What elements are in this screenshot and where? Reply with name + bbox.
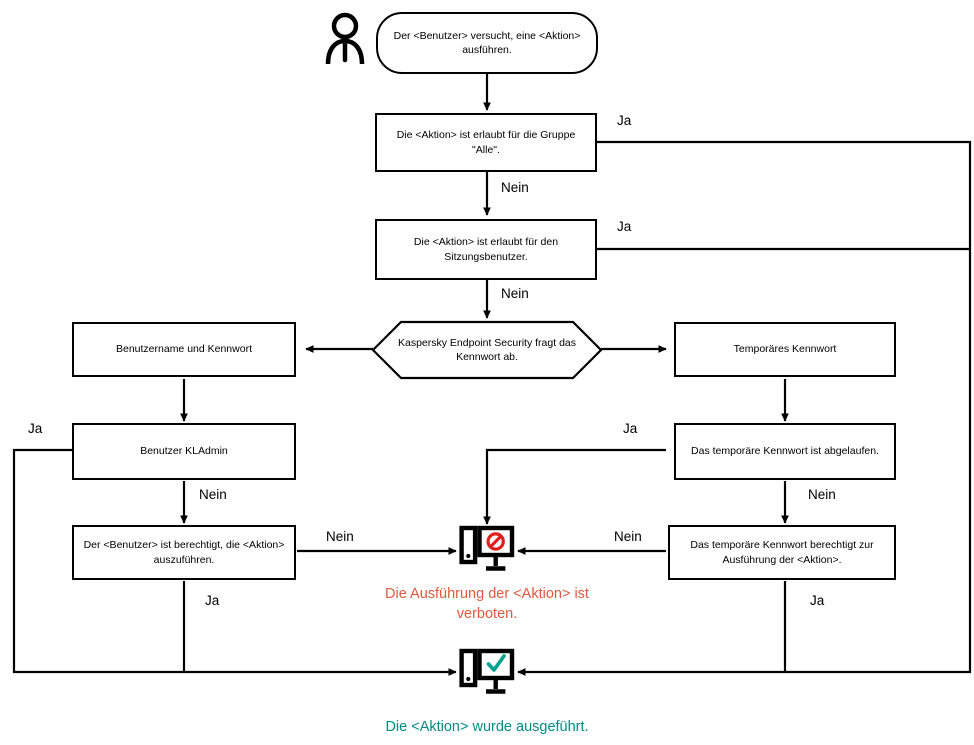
decision-session-user: Die <Aktion> ist erlaubt für den Sitzung… <box>375 219 597 280</box>
user-permitted-label: Der <Benutzer> ist berechtigt, die <Akti… <box>83 539 285 566</box>
edge-label-session-user-yes: Ja <box>617 219 632 234</box>
edge-label-session-user-no: Nein <box>501 286 529 301</box>
start-label: Der <Benutzer> versucht, eine <Aktion> a… <box>393 29 581 56</box>
edge-label-permitted-yes: Ja <box>205 593 220 608</box>
prompt-password-hexagon <box>371 320 603 380</box>
username-password-label: Benutzername und Kennwort <box>115 343 252 356</box>
denied-caption: Die Ausführung der <Aktion> ist verboten… <box>385 586 589 622</box>
username-password-box: Benutzername und Kennwort <box>72 322 296 377</box>
start-terminator: Der <Benutzer> versucht, eine <Aktion> a… <box>376 12 598 74</box>
edge-label-permitted-no: Nein <box>326 529 354 544</box>
allowed-caption: Die <Aktion> wurde ausgeführt. <box>385 719 589 735</box>
temp-expired-box: Das temporäre Kennwort ist abgelaufen. <box>674 423 896 480</box>
user-kladmin-box: Benutzer KLAdmin <box>72 423 296 480</box>
monitor-check-icon <box>459 648 515 700</box>
edge-label-kladmin-no: Nein <box>199 487 227 502</box>
decision-group-all: Die <Aktion> ist erlaubt für die Gruppe … <box>375 113 597 172</box>
user-icon <box>325 12 365 64</box>
edge-label-temp-permits-no: Nein <box>614 529 642 544</box>
user-kladmin-label: Benutzer KLAdmin <box>140 445 228 458</box>
edge-label-group-all-yes: Ja <box>617 113 632 128</box>
edge-label-group-all-no: Nein <box>501 180 529 195</box>
edge-label-temp-expired-no: Nein <box>808 487 836 502</box>
monitor-forbidden-icon <box>459 525 515 577</box>
edge-label-temp-permits-yes: Ja <box>810 593 825 608</box>
decision-session-user-label: Die <Aktion> ist erlaubt für den Sitzung… <box>413 236 559 263</box>
decision-group-all-label: Die <Aktion> ist erlaubt für die Gruppe … <box>396 129 576 156</box>
temporary-password-label: Temporäres Kennwort <box>733 343 837 356</box>
temp-expired-label: Das temporäre Kennwort ist abgelaufen. <box>691 445 879 458</box>
edge-label-temp-expired-yes: Ja <box>623 421 638 436</box>
temp-permits-box: Das temporäre Kennwort berechtigt zur Au… <box>668 525 896 580</box>
temp-permits-label: Das temporäre Kennwort berechtigt zur Au… <box>690 539 874 566</box>
temporary-password-box: Temporäres Kennwort <box>674 322 896 377</box>
prompt-password-label: Kaspersky Endpoint Security fragt das Ke… <box>397 336 576 363</box>
edge-label-kladmin-yes: Ja <box>28 421 43 436</box>
user-permitted-box: Der <Benutzer> ist berechtigt, die <Akti… <box>72 525 296 580</box>
